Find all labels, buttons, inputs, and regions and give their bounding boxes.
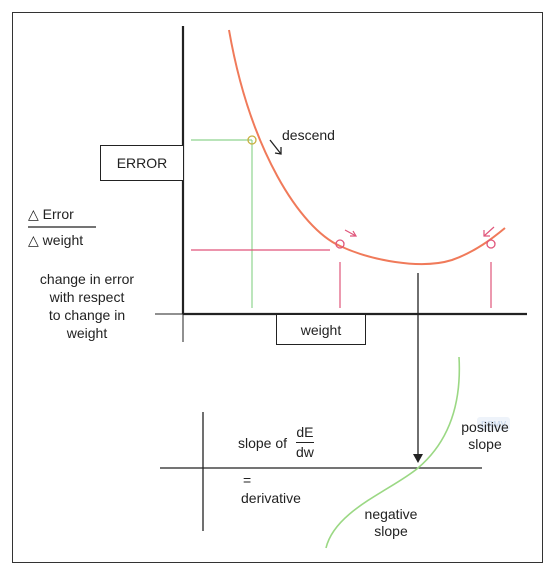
descend-point-marker (247, 135, 257, 145)
arrow-right-icon (344, 229, 358, 237)
equals-sign: = (243, 472, 252, 488)
dE-numerator: dE (296, 424, 314, 440)
derivative-label: derivative (241, 490, 301, 506)
weight-label: weight (300, 321, 342, 338)
arrow-left-icon (483, 226, 495, 237)
delta-error-label: △ Error (28, 206, 74, 222)
dE-dw-fraction: dE dw (296, 425, 314, 460)
right-point-marker (486, 239, 496, 249)
slope-of-label: slope of (238, 435, 288, 451)
derivative-arrow-head (413, 454, 423, 463)
left-point-marker (335, 239, 345, 249)
negative-slope-label: negative slope (364, 506, 418, 539)
slope-curve (325, 356, 461, 549)
descend-label: descend (282, 127, 335, 143)
delta-icon: △ (28, 206, 39, 222)
positive-slope-label: positive slope (461, 419, 509, 452)
error-label-box: ERROR (100, 145, 184, 181)
watermark: ряму (477, 417, 511, 431)
weight-label-box: weight (276, 314, 366, 345)
diagram-frame (12, 12, 543, 563)
error-label: ERROR (116, 155, 168, 171)
delta-weight-label: △ weight (28, 232, 84, 248)
descend-arrow-icon (269, 139, 282, 155)
dw-denominator: dw (296, 444, 314, 460)
delta-icon: △ (28, 232, 39, 248)
error-curve (228, 29, 506, 266)
change-in-error-description: change in error with respect to change i… (39, 271, 135, 341)
